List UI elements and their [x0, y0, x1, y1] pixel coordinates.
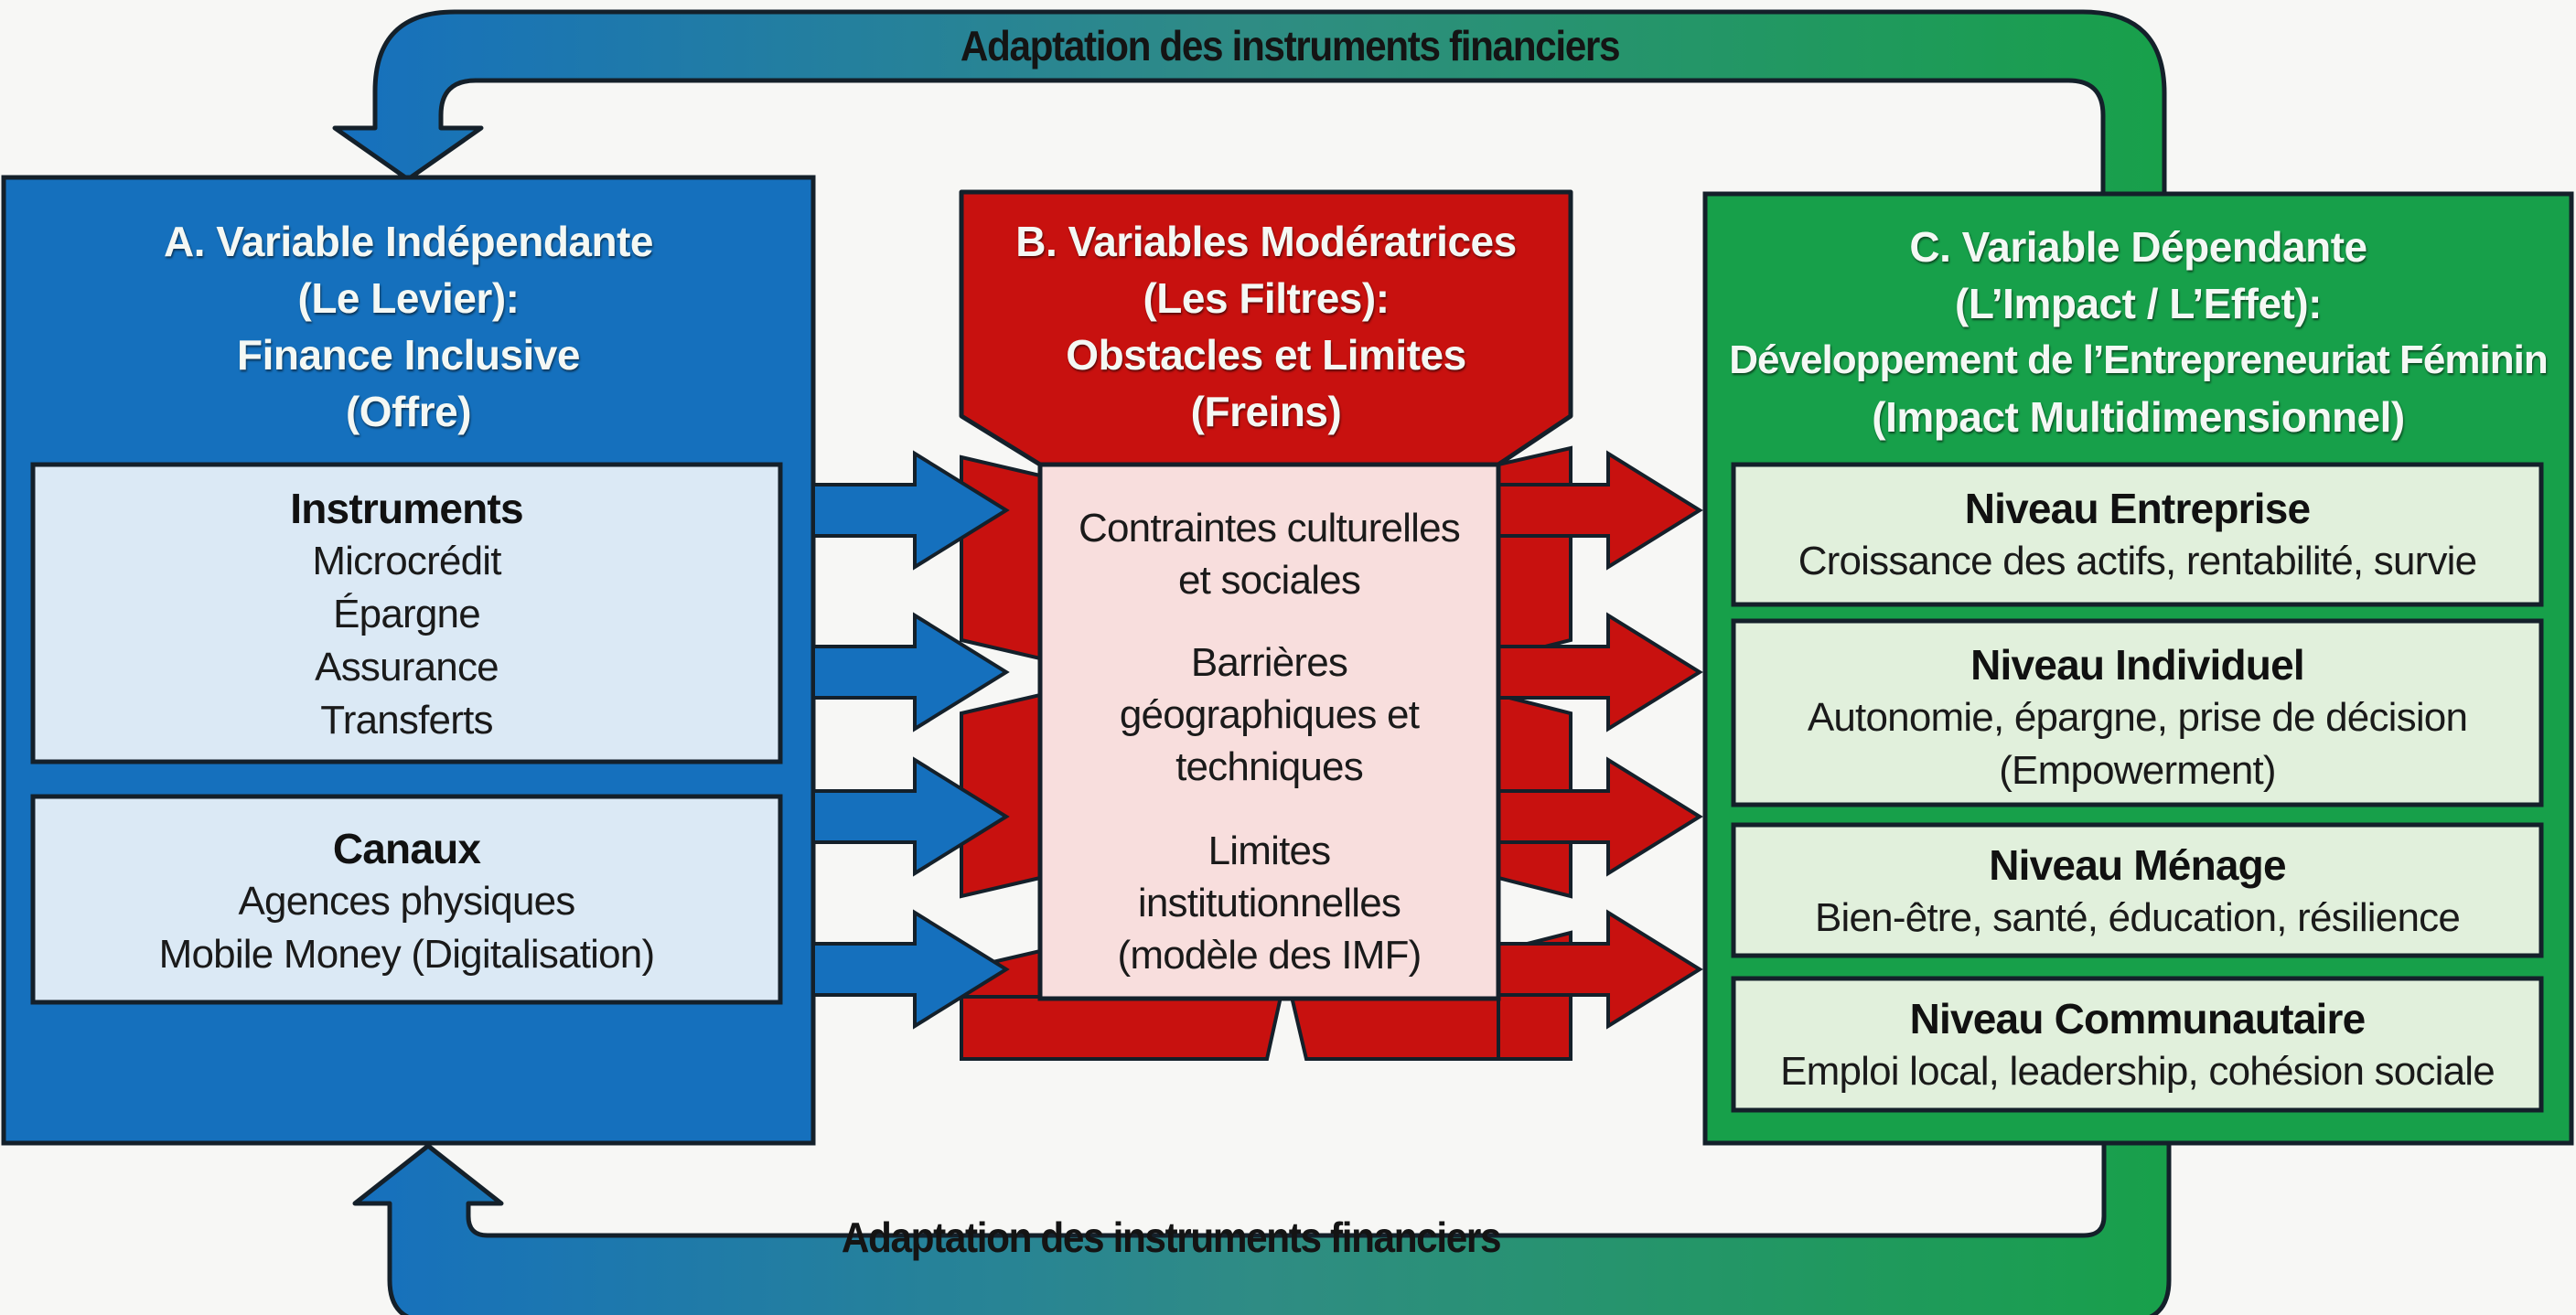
independent-header-line: (Offre): [345, 388, 472, 435]
top-feedback-arrow: [332, 9, 2167, 197]
bottom-feedback-label: Adaptation des instruments financiers: [841, 1213, 1502, 1261]
instruments-title: Instruments: [290, 485, 523, 532]
moderator-item-cultural: Contraintes culturelles et sociales: [1040, 502, 1498, 606]
moderator-item-line: institutionnelles: [1137, 881, 1401, 925]
moderator-item-geographic: Barrières géographiques et techniques: [1040, 636, 1498, 793]
level-title: Niveau Ménage: [1989, 841, 2286, 889]
moderator-item-line: Contraintes culturelles: [1079, 506, 1461, 551]
level-panel-household: [1731, 822, 2544, 958]
level-household: Niveau Ménage Bien-être, santé, éducatio…: [1733, 839, 2541, 945]
channels-group: Canaux Agences physiques Mobile Money (D…: [33, 822, 780, 981]
level-panel-individual: [1731, 618, 2544, 807]
independent-to-moderator-arrows: [811, 450, 1010, 1030]
channels-panel: [30, 794, 783, 1005]
level-individual: Niveau Individuel Autonomie, épargne, pr…: [1733, 638, 2541, 797]
moderator-item-line: Barrières: [1190, 640, 1348, 685]
dependent-header-line: (L’Impact / L’Effet):: [1955, 280, 2322, 327]
red-flow-arrow: [1480, 450, 1703, 571]
level-community: Niveau Communautaire Emploi local, leade…: [1733, 992, 2541, 1098]
blue-flow-arrow: [811, 450, 1010, 571]
moderator-panel: [1037, 462, 1501, 1001]
independent-variable-header: A. Variable Indépendante (Le Levier): Fi…: [4, 213, 813, 440]
moderator-item-line: techniques: [1175, 744, 1364, 789]
red-flow-arrow: [1480, 612, 1703, 732]
level-description: Emploi local, leadership, cohésion socia…: [1780, 1049, 2496, 1094]
moderator-item-line: (modèle des IMF): [1117, 933, 1422, 978]
channel-item: Mobile Money (Digitalisation): [158, 932, 656, 977]
red-flow-arrow: [1480, 756, 1703, 877]
level-panel-community: [1731, 976, 2544, 1113]
channel-item: Agences physiques: [238, 879, 576, 924]
moderator-item-institutional: Limites institutionnelles (modèle des IM…: [1040, 825, 1498, 981]
independent-header-line: (Le Levier):: [297, 274, 520, 322]
instrument-item: Épargne: [333, 592, 481, 636]
moderator-item-line: géographiques et: [1119, 692, 1420, 737]
moderator-header-line: B. Variables Modératrices: [1015, 218, 1517, 265]
instruments-panel: [30, 462, 783, 764]
dependent-header-line: C. Variable Dépendante: [1909, 223, 2367, 271]
level-title: Niveau Communautaire: [1909, 995, 2367, 1042]
blue-flow-arrow: [811, 909, 1010, 1030]
level-enterprise: Niveau Entreprise Croissance des actifs,…: [1733, 482, 2541, 588]
blue-flow-arrow: [811, 756, 1010, 877]
moderator-header-line: Obstacles et Limites: [1066, 331, 1466, 379]
instrument-item: Assurance: [315, 645, 499, 690]
moderator-item-line: Limites: [1208, 829, 1332, 873]
top-feedback-label: Adaptation des instruments financiers: [960, 22, 1621, 69]
moderator-header-line: (Les Filtres):: [1143, 274, 1390, 322]
red-flow-arrow: [1480, 909, 1703, 1030]
level-description: Croissance des actifs, rentabilité, surv…: [1798, 539, 2477, 583]
instruments-group: Instruments Microcrédit Épargne Assuranc…: [33, 482, 780, 747]
moderator-variables-header: B. Variables Modératrices (Les Filtres):…: [961, 213, 1571, 440]
level-title: Niveau Entreprise: [1964, 485, 2311, 532]
level-description: (Empowerment): [1999, 748, 2276, 793]
level-panel-enterprise: [1731, 462, 2544, 607]
level-description: Bien-être, santé, éducation, résilience: [1814, 895, 2461, 940]
moderator-header-line: (Freins): [1190, 388, 1342, 435]
independent-header-line: A. Variable Indépendante: [163, 218, 654, 265]
dependent-header-line: Développement de l’Entrepreneuriat Fémin…: [1729, 337, 2548, 382]
dependent-variable-header: C. Variable Dépendante (L’Impact / L’Eff…: [1705, 219, 2571, 445]
moderator-to-dependent-arrows: [1480, 450, 1703, 1030]
instrument-item: Microcrédit: [312, 539, 501, 583]
level-description: Autonomie, épargne, prise de décision: [1807, 695, 2468, 740]
bottom-feedback-arrow: [352, 1140, 2172, 1315]
channels-title: Canaux: [332, 825, 481, 872]
dependent-header-line: (Impact Multidimensionnel): [1872, 393, 2405, 441]
independent-header-line: Finance Inclusive: [237, 331, 580, 379]
level-title: Niveau Individuel: [1970, 641, 2305, 689]
blue-flow-arrow: [811, 612, 1010, 732]
moderator-item-line: et sociales: [1177, 558, 1361, 603]
instrument-item: Transferts: [320, 698, 493, 743]
